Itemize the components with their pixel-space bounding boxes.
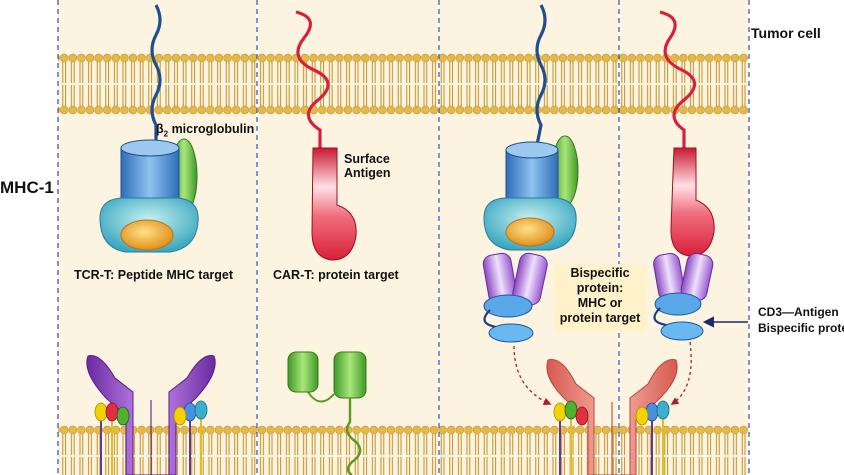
surface-antigen-line2: Antigen [344,166,391,181]
car-hinge [307,391,335,403]
bispecific-engager-2 [653,252,714,341]
bispecific-anti-cd3-top-2 [654,292,702,316]
mhc-tail-1 [150,4,162,150]
label-tcr-t: TCR-T: Peptide MHC target [74,268,234,282]
label-beta2-microglobulin: β2 microglobulin [156,122,254,139]
antigen-tail-2 [659,10,697,148]
antigen-stem-2 [670,147,715,257]
antigen-tail-1 [295,10,330,148]
surface-antigen-1 [295,10,357,261]
car-scfv-right [333,351,367,399]
cd3-line2: Bispecific prote [758,321,844,335]
peptide-1 [120,219,174,251]
bispecific-line1: Bispecific [570,266,630,280]
cd3-lipids-right [553,400,670,475]
surface-antigen-2 [659,10,715,257]
bispecific-anti-cd3-bottom-2 [660,321,704,341]
cd3-tcr-left [94,402,130,475]
antigen-stem-1 [311,147,357,261]
tcr-receptor-2 [546,359,678,475]
cd3-tcr-right [173,400,208,475]
cd3-line1: CD3—Antigen [758,305,839,319]
label-car-t: CAR-T: protein target [273,268,399,282]
surface-antigen-line1: Surface [344,152,390,166]
beta2-prefix: β [156,122,164,136]
bispecific-line4: protein target [559,311,641,325]
bispecific-line2: protein: [576,281,624,295]
t-cell-membrane [58,424,748,475]
label-cd3-antigen: CD3—Antigen Bispecific prote [758,304,844,336]
peptide-2 [505,217,555,247]
mhc-complex-1 [99,4,199,253]
bispecific-anti-cd3-bottom-1 [488,323,534,343]
tcr-receptor [86,354,216,475]
tumor-membrane [58,52,748,116]
label-bispecific-protein: Bispecific protein: MHC or protein targe… [554,264,646,332]
panel-dividers [57,0,750,475]
label-mhc1: MHC-1 [0,178,54,197]
engagement-arrow-left [513,345,552,406]
car-scfv-left [287,351,319,393]
cd3-lipids-left [94,400,208,475]
car-transmembrane [345,398,362,475]
tcr-body-2 [546,359,678,475]
bispecific-engager-1 [482,252,548,343]
label-surface-antigen: Surface Antigen [344,152,391,181]
car-receptor [287,351,367,475]
mhc-tail-2 [534,4,547,151]
tcr-body [86,354,216,475]
bispecific-anti-cd3-top-1 [483,294,533,318]
mhc-complex-2 [483,4,579,251]
label-tumor-cell: Tumor cell [751,25,821,41]
beta2-subscript: 2 [163,129,169,139]
beta2-suffix: microglobulin [168,122,255,136]
bispecific-line3: MHC or [577,296,623,310]
engagement-arrow-right [670,341,692,405]
